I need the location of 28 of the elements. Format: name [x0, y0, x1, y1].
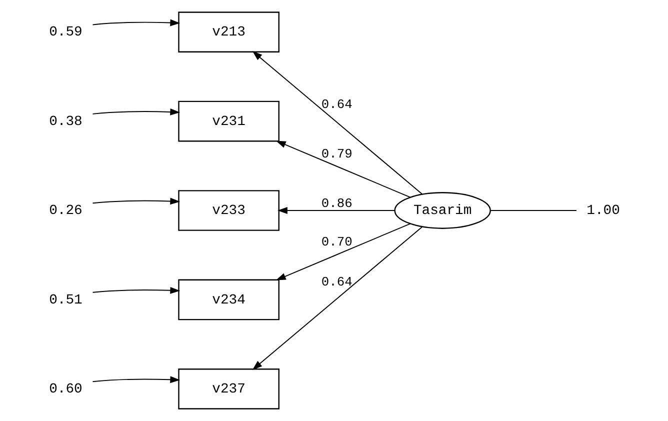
edge-label: 0.86	[320, 196, 352, 211]
arrow	[277, 207, 395, 214]
node-box: v213	[178, 12, 279, 52]
node-ellipse: Tasarim	[394, 192, 490, 229]
node-box: v231	[178, 100, 279, 142]
arrow	[275, 140, 410, 198]
edge-label: 0.70	[320, 234, 352, 250]
arrow	[252, 51, 422, 195]
node-text: 1.00	[586, 203, 620, 220]
arrow	[92, 376, 180, 384]
node-box: v234	[178, 279, 279, 320]
arrow	[92, 198, 180, 205]
arrow	[92, 286, 180, 294]
node-text: 0.38	[48, 114, 82, 130]
arrow	[92, 108, 180, 116]
node-text: 0.26	[48, 203, 82, 220]
arrow	[92, 19, 180, 26]
connector	[490, 210, 576, 211]
arrow	[252, 226, 422, 370]
edge-label: 0.79	[320, 146, 352, 162]
edge-label: 0.64	[320, 274, 352, 290]
node-text: 0.51	[48, 292, 82, 308]
arrow	[275, 223, 410, 280]
node-text: 0.60	[48, 382, 82, 398]
node-text: 0.59	[48, 24, 82, 41]
edge-label: 0.64	[320, 96, 352, 112]
node-box: v237	[178, 368, 279, 410]
node-box: v233	[178, 190, 279, 231]
